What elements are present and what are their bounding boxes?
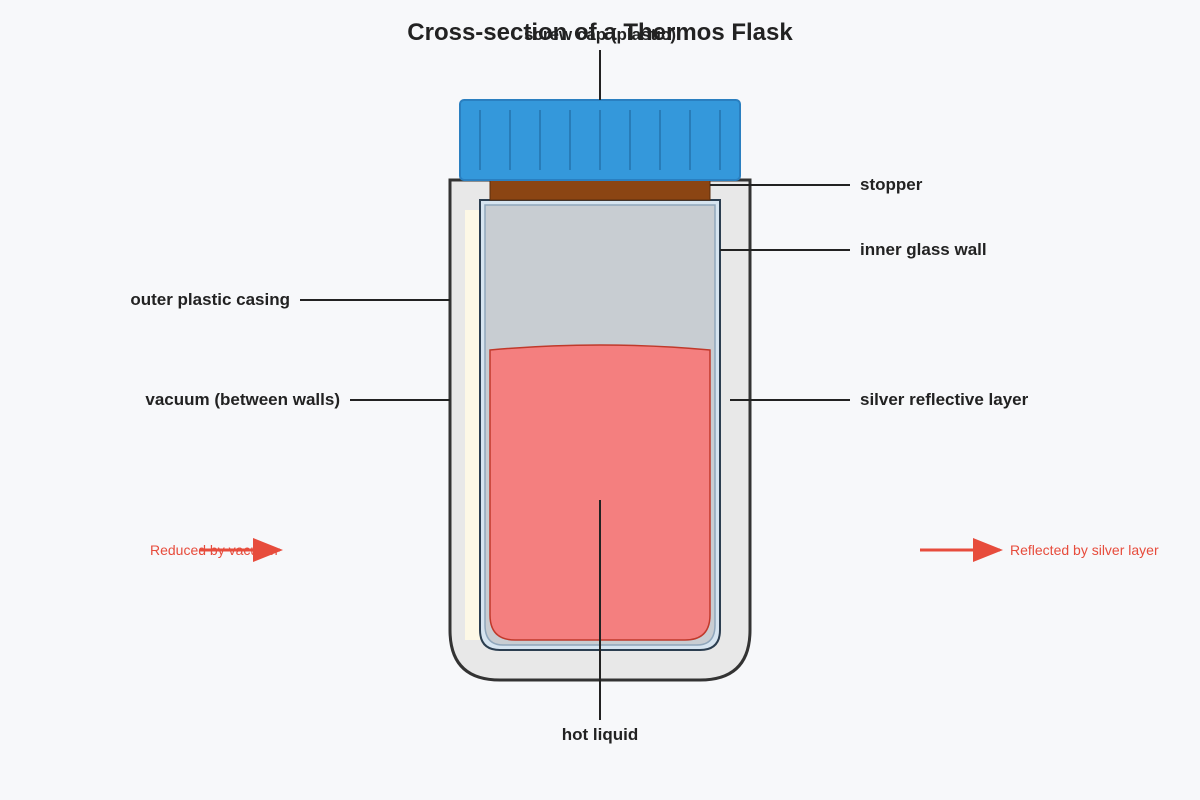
page-title: Cross-section of a Thermos Flask (407, 19, 793, 46)
label-outer-casing: outer plastic casing (130, 290, 290, 309)
note-left: Reduced by vacuum (150, 542, 278, 558)
label-vacuum: vacuum (between walls) (145, 390, 340, 409)
label-screw-cap: screw cap (plastic) (524, 25, 676, 44)
label-stopper: stopper (860, 175, 923, 194)
label-hot-liquid: hot liquid (562, 725, 638, 744)
label-inner-glass-wall: inner glass wall (860, 240, 987, 259)
note-right: Reflected by silver layer (1010, 542, 1159, 558)
hot-liquid-shape (489, 344, 711, 641)
label-silver-layer: silver reflective layer (860, 390, 1029, 409)
screw-cap-ridges (479, 110, 721, 170)
